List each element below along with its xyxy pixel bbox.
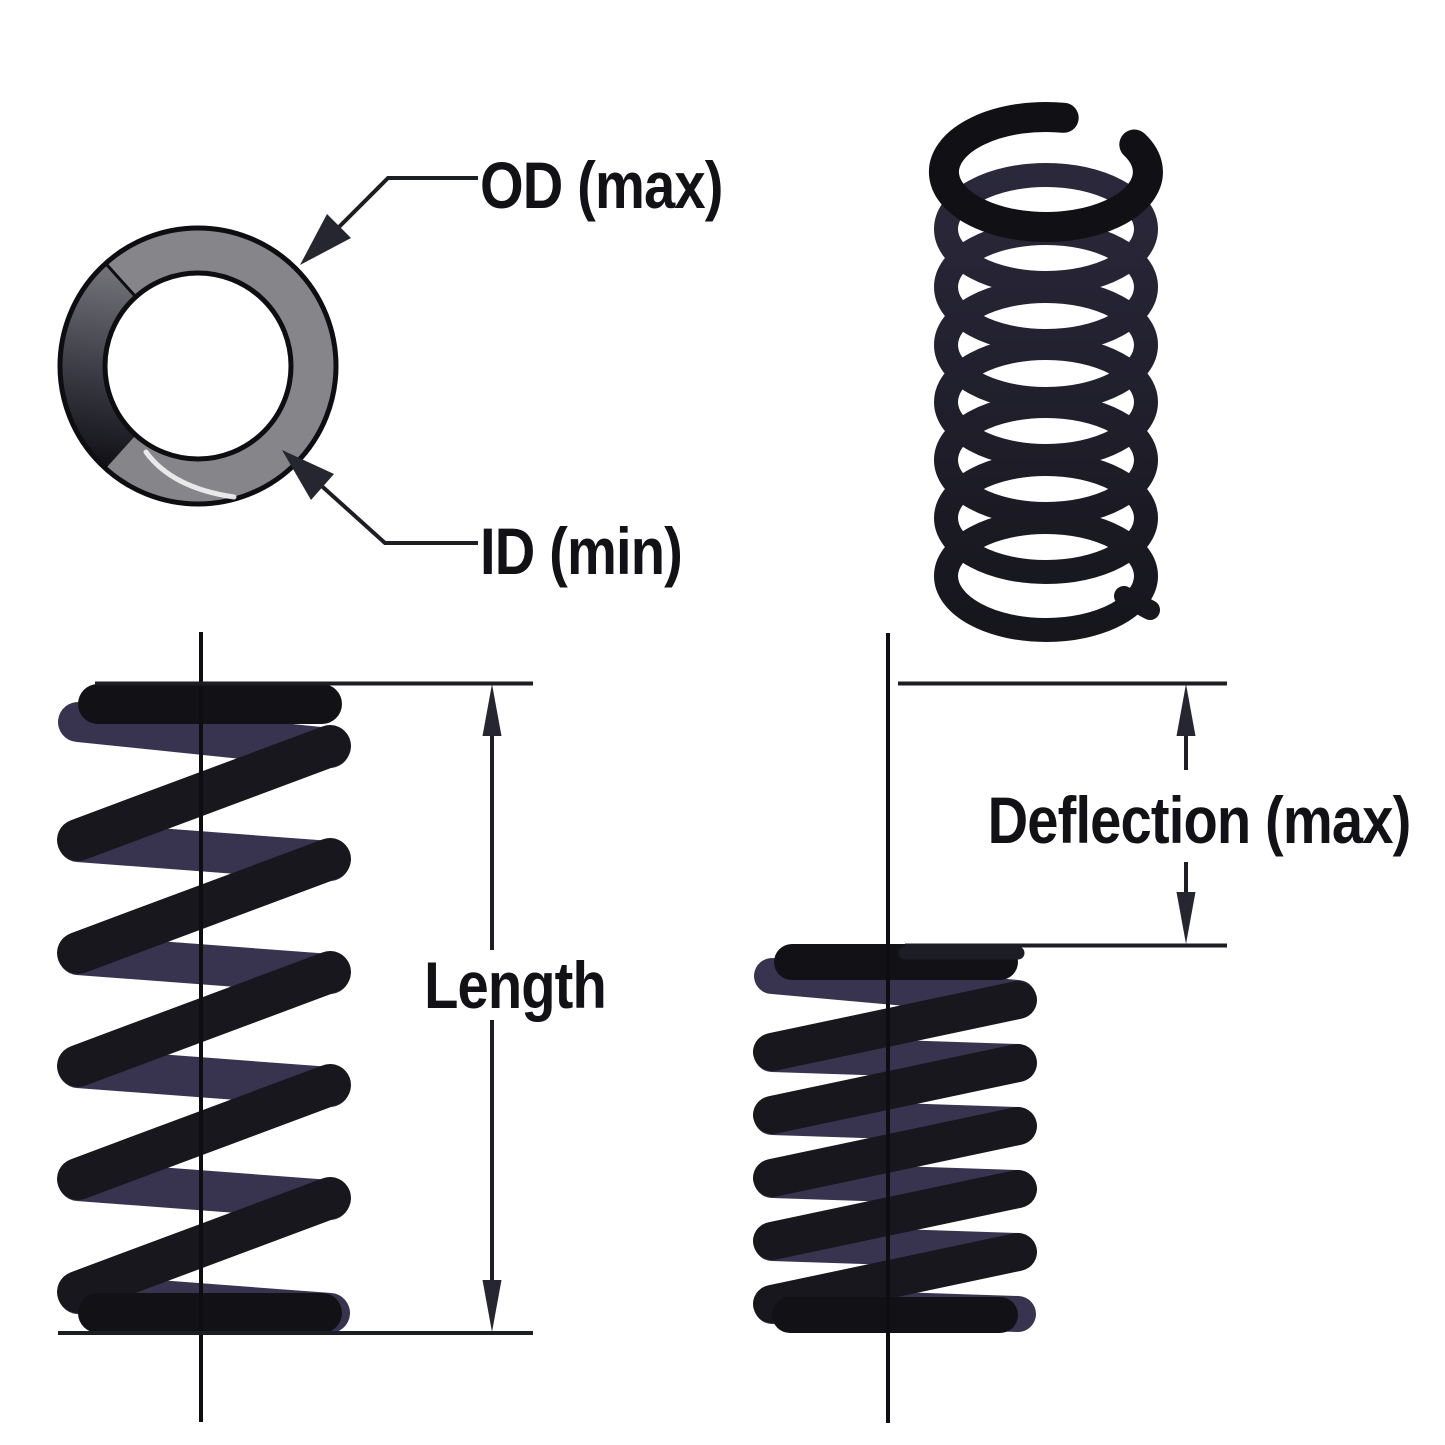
- dimension-arrow-down-icon: [1176, 892, 1196, 944]
- id-label: ID (min): [480, 515, 682, 588]
- coil-front-strand: [753, 981, 1037, 1071]
- coil-front-strand: [57, 838, 351, 974]
- coil-front-strand: [57, 725, 351, 861]
- spring-side-view-compressed: [753, 944, 1037, 1333]
- length-dimension: [58, 681, 533, 1335]
- spring-top-view-ring: [57, 225, 339, 507]
- coil-front-strand: [57, 951, 351, 1087]
- coil-front-strand: [57, 1177, 351, 1313]
- od-leader: [300, 176, 478, 265]
- length-label: Length: [424, 949, 606, 1022]
- ring-wire-seam: [104, 262, 137, 298]
- id-arrowhead-icon: [282, 450, 334, 500]
- ring-wire-end-highlight: [143, 449, 237, 500]
- dimension-arrow-up-icon: [482, 684, 502, 736]
- deflection-label: Deflection (max): [988, 784, 1411, 857]
- od-arrowhead-icon: [300, 214, 351, 265]
- id-leader-line: [293, 460, 478, 545]
- ring-inner-outline: [102, 270, 294, 462]
- ring-outer-outline: [57, 225, 339, 507]
- coil-turn: [934, 163, 1158, 295]
- spring-3d-free-view: [928, 101, 1163, 642]
- coil-front-strand: [753, 1044, 1037, 1134]
- dimension-arrow-up-icon: [1176, 684, 1196, 736]
- coil-front-strand: [57, 1064, 351, 1200]
- coil-top-open-end: [928, 101, 1163, 242]
- coil-front-strand: [753, 1170, 1037, 1260]
- spring-side-view-free: [57, 684, 351, 1333]
- od-label: OD (max): [480, 149, 723, 222]
- coil-front-strand: [753, 1233, 1037, 1323]
- dimension-arrow-down-icon: [482, 1280, 502, 1332]
- coil-front-strand: [753, 1107, 1037, 1197]
- ring-shaded-crescent: [60, 263, 136, 469]
- id-leader: [282, 450, 478, 545]
- deflection-dimension: [898, 681, 1227, 948]
